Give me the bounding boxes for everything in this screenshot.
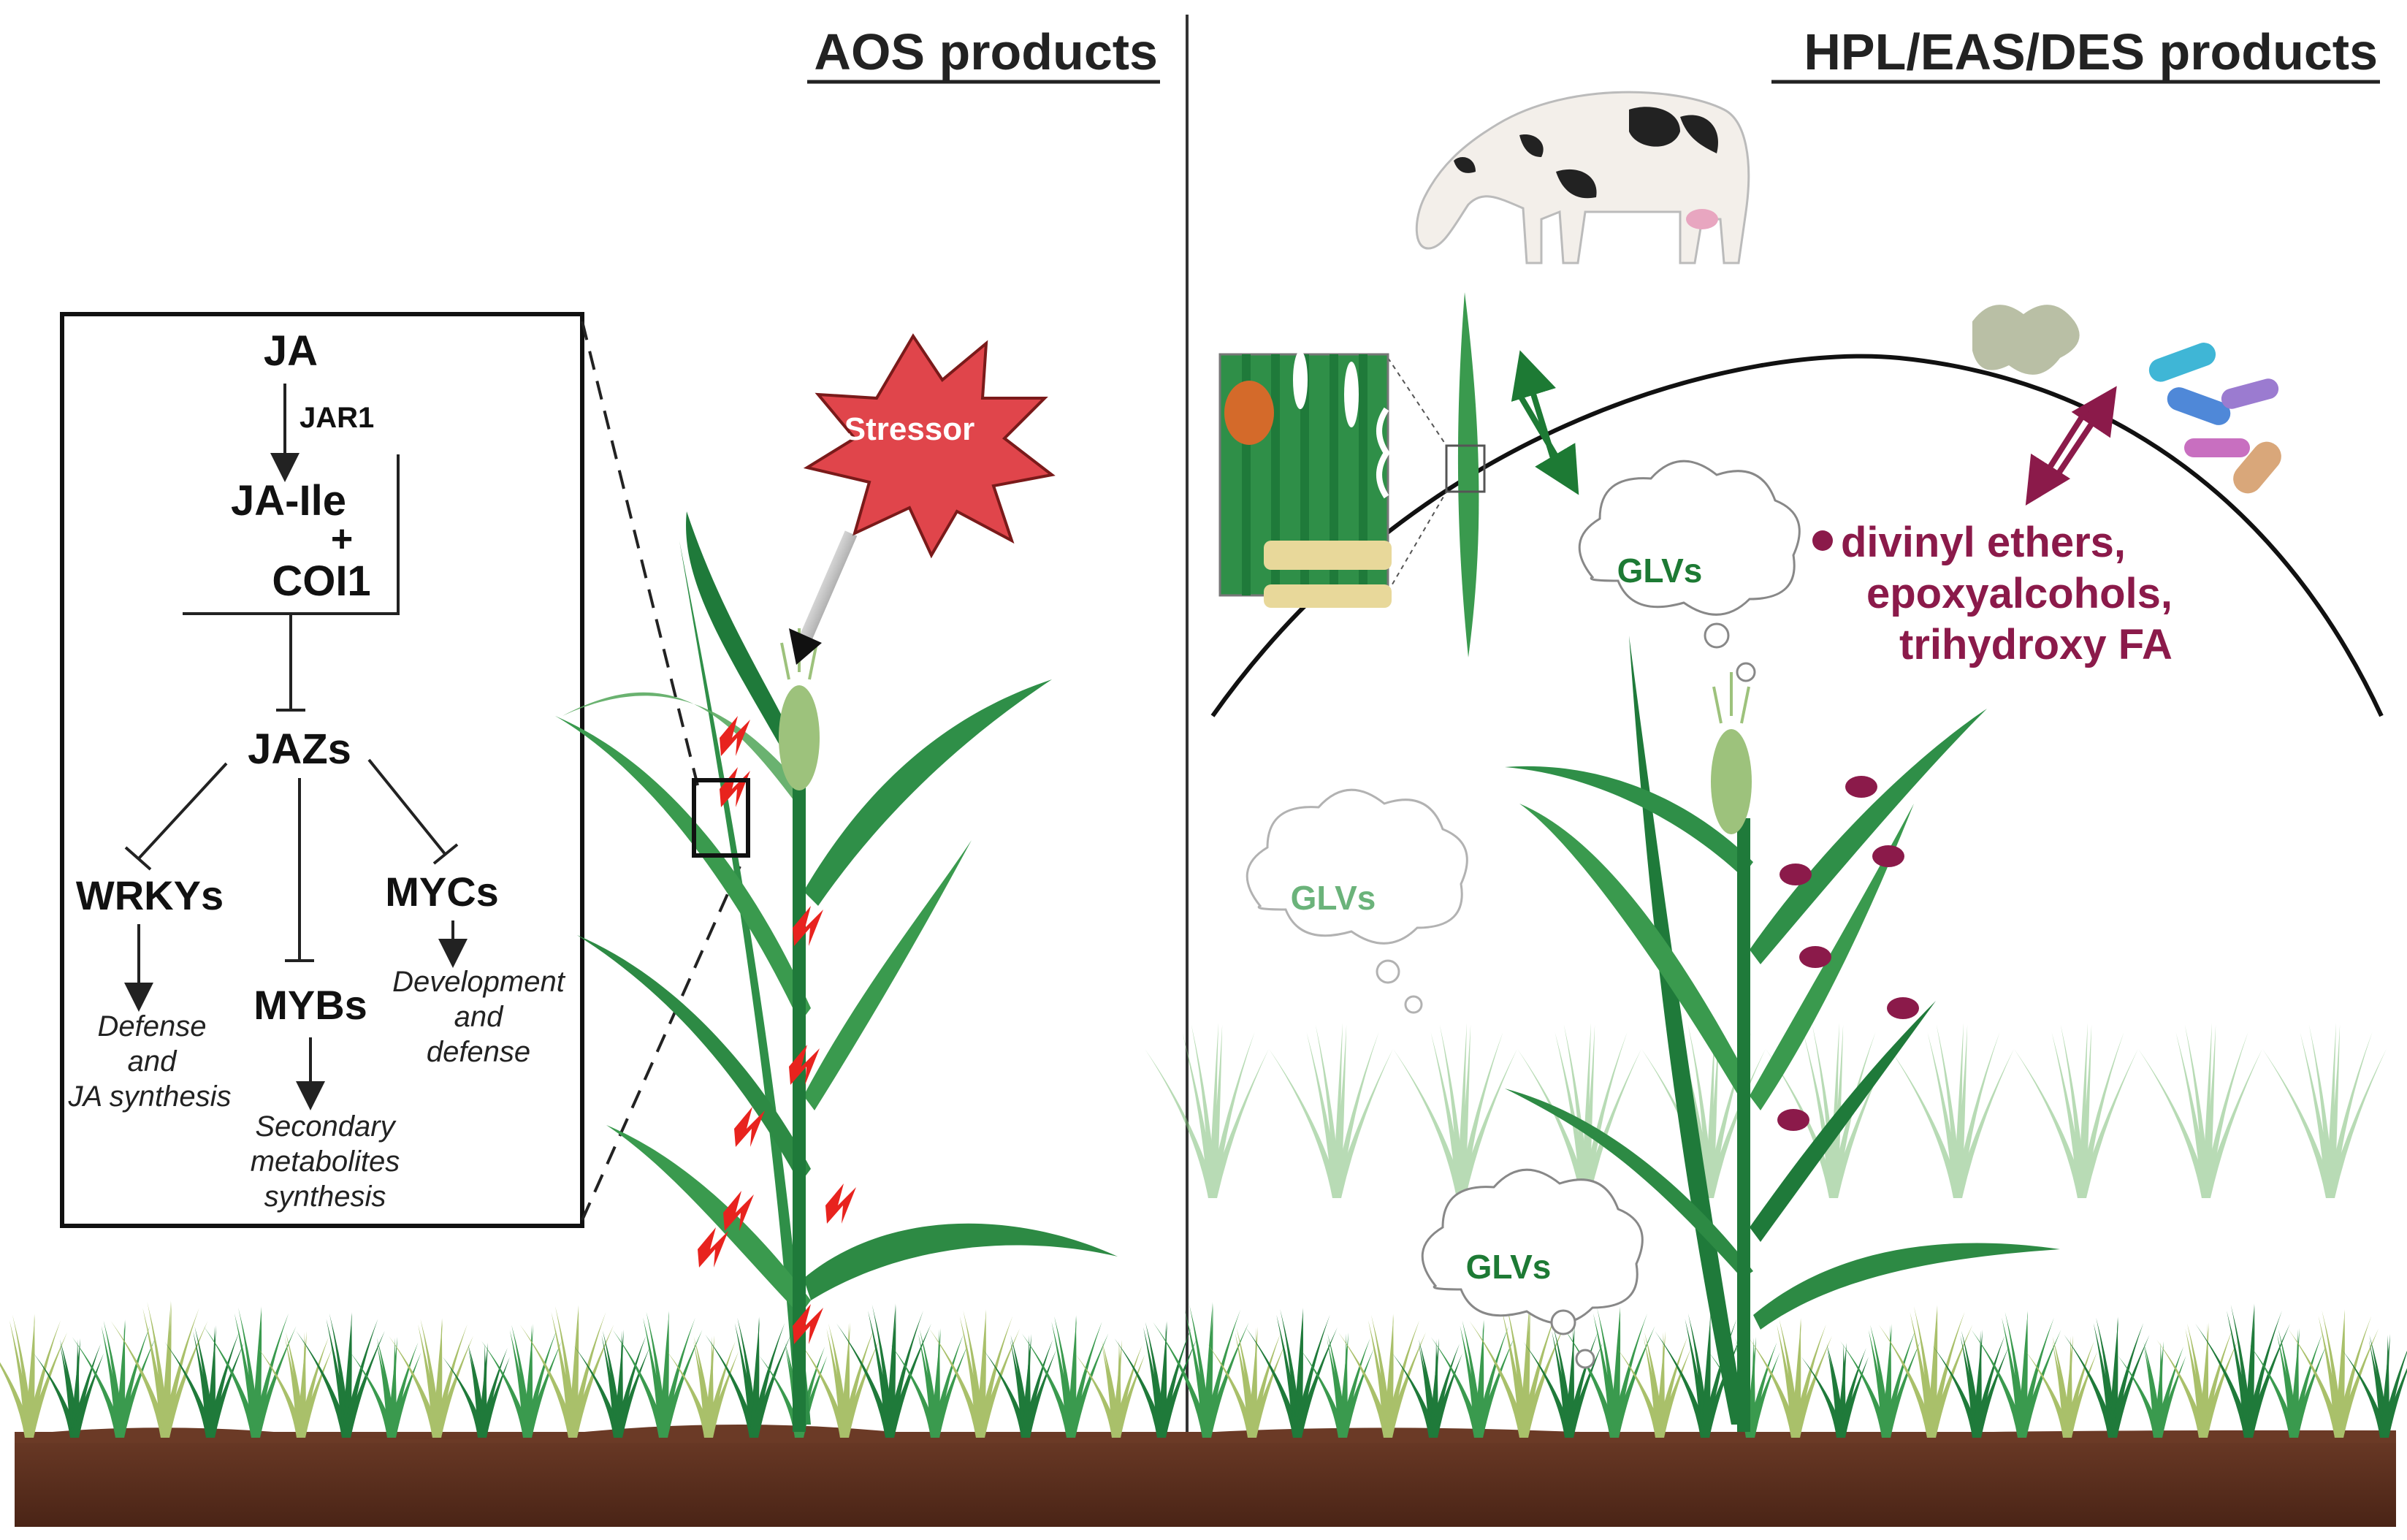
damage-marks xyxy=(698,716,856,1344)
glv-cloud-top-label: GLVs xyxy=(1617,552,1703,590)
myc-output-line1: Development xyxy=(392,966,566,998)
wrkys-label: WRKYs xyxy=(76,872,224,918)
myb-output-line2: metabolites xyxy=(251,1146,400,1178)
ja-signaling-pathway: JA JAR1 JA-Ile + COI1 JAZs WRKYs MYCs MY… xyxy=(60,312,584,1228)
zoom-line-top xyxy=(581,321,699,786)
leaf-zoom-box xyxy=(1445,444,1486,493)
inhibit-bar-mycs xyxy=(432,843,459,865)
plus-sign: + xyxy=(331,518,353,560)
stressor-burst: Stressor xyxy=(803,333,1056,559)
wrky-output-line3: JA synthesis xyxy=(67,1080,231,1113)
glv-cloud-bottom: GLVs xyxy=(1421,1168,1644,1369)
damaged-plant xyxy=(555,511,1118,1432)
left-panel-title: AOS products xyxy=(814,23,1158,80)
myc-output-line2: and xyxy=(454,1001,504,1033)
pathway-box xyxy=(60,312,584,1228)
stressor-arrow xyxy=(797,530,858,646)
complex-bracket xyxy=(183,454,400,615)
leaf-exchange-arrow-down xyxy=(1517,392,1579,495)
coi1-label: COI1 xyxy=(272,557,370,605)
wrky-output-line1: Defense xyxy=(98,1010,207,1042)
microbe-exchange-arrow-down xyxy=(2025,403,2092,506)
healthy-plant xyxy=(1505,636,2060,1432)
right-panel-title: HPL/EAS/DES products xyxy=(1804,23,2378,80)
zoom-region-box xyxy=(692,778,750,858)
inhibit-bar-wrkys xyxy=(124,846,152,871)
myb-output-line1: Secondary xyxy=(255,1110,397,1143)
background-grass-right xyxy=(1145,1023,2387,1198)
stressor-label: Stressor xyxy=(844,411,975,447)
glv-cloud-bottom-label: GLVs xyxy=(1466,1248,1552,1286)
cow-illustration xyxy=(1415,91,1750,264)
mybs-label: MYBs xyxy=(253,982,367,1028)
products-line3: trihydroxy FA xyxy=(1899,621,2173,668)
foreground-grass xyxy=(0,1300,2407,1438)
ja-label: JA xyxy=(264,327,318,375)
zoom-line-bottom xyxy=(581,854,747,1221)
jazs-inhibits-wrkys xyxy=(137,762,228,860)
myc-output-line3: defense xyxy=(427,1036,530,1068)
jazs-inhibits-mycs xyxy=(367,758,447,856)
products-line1: divinyl ethers, xyxy=(1841,519,2126,566)
myb-output-line3: synthesis xyxy=(264,1181,386,1213)
glv-cloud-top: GLVs xyxy=(1578,460,1801,682)
glv-cloud-left-label: GLVs xyxy=(1291,879,1376,917)
leaf-blade-detail xyxy=(1218,292,1486,657)
jazs-label: JAZs xyxy=(248,725,351,773)
microbe-exchange-arrow-up xyxy=(2050,386,2117,484)
products-line2: epoxyalcohols, xyxy=(1866,570,2173,617)
wrky-output-line2: and xyxy=(128,1045,178,1078)
ja-ile-label: JA-Ile xyxy=(231,477,346,525)
mycs-label: MYCs xyxy=(385,869,499,915)
mite-icon xyxy=(1224,381,1274,445)
microbes-illustration xyxy=(1972,305,2281,494)
product-bullet xyxy=(1812,530,1833,551)
soil xyxy=(15,1432,2396,1527)
ecosystem-curve xyxy=(1210,354,2384,717)
stressor-arrowhead xyxy=(789,628,822,665)
glv-cloud-left: GLVs xyxy=(1246,788,1468,1014)
jar1-label: JAR1 xyxy=(300,402,374,434)
